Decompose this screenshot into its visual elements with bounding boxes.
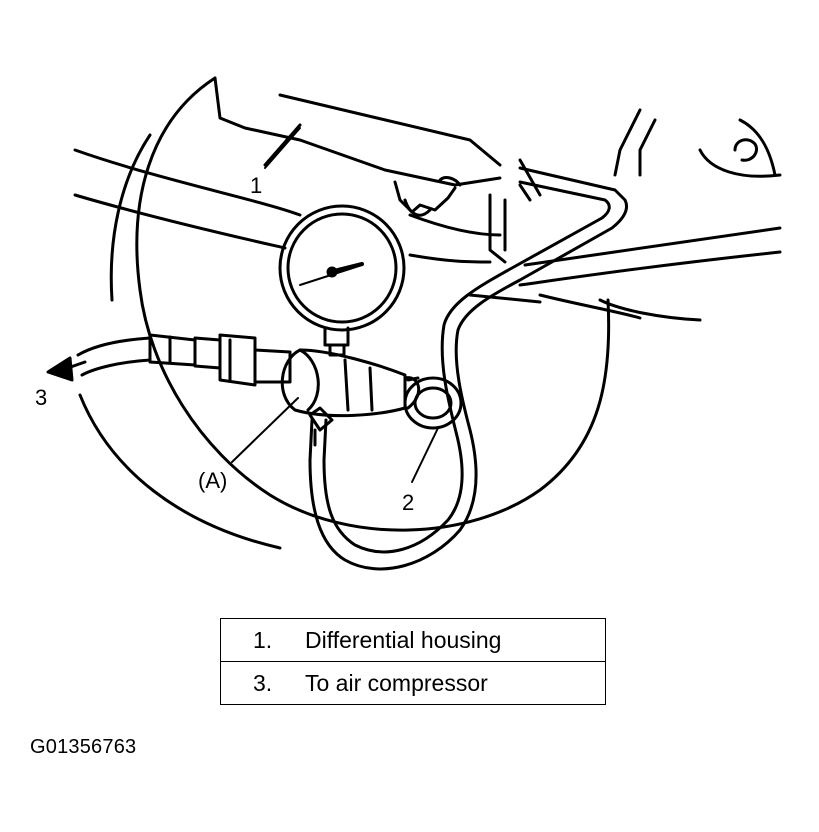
valve-fitting xyxy=(308,406,334,447)
figure-id: G01356763 xyxy=(30,736,137,758)
callout-3: 3 xyxy=(35,385,47,410)
pressure-gauge xyxy=(278,204,406,357)
right-structure xyxy=(488,108,782,322)
axle-tube xyxy=(73,148,542,304)
compressor-arrow xyxy=(46,356,87,382)
test-tool-body xyxy=(280,348,420,418)
callout-1: 1 xyxy=(250,173,262,198)
hose-ring xyxy=(403,376,463,430)
compressor-hose xyxy=(76,336,152,377)
leader-lines xyxy=(231,127,439,483)
legend-number: 1. xyxy=(253,626,273,653)
callout-2: 2 xyxy=(402,490,414,515)
breather-tube xyxy=(308,166,628,571)
legend-row: 3. To air compressor xyxy=(220,661,606,705)
legend-text: Differential housing xyxy=(305,626,502,653)
legend-table: 1. Differential housing 3. To air compress… xyxy=(220,618,606,705)
differential-housing-outline xyxy=(78,76,611,550)
legend-number: 3. xyxy=(253,669,273,696)
housing-upper-body xyxy=(213,76,502,217)
quick-coupler xyxy=(148,333,292,387)
callout-a: (A) xyxy=(198,468,227,493)
legend-text: To air compressor xyxy=(305,669,488,696)
legend-row: 1. Differential housing xyxy=(220,618,606,662)
